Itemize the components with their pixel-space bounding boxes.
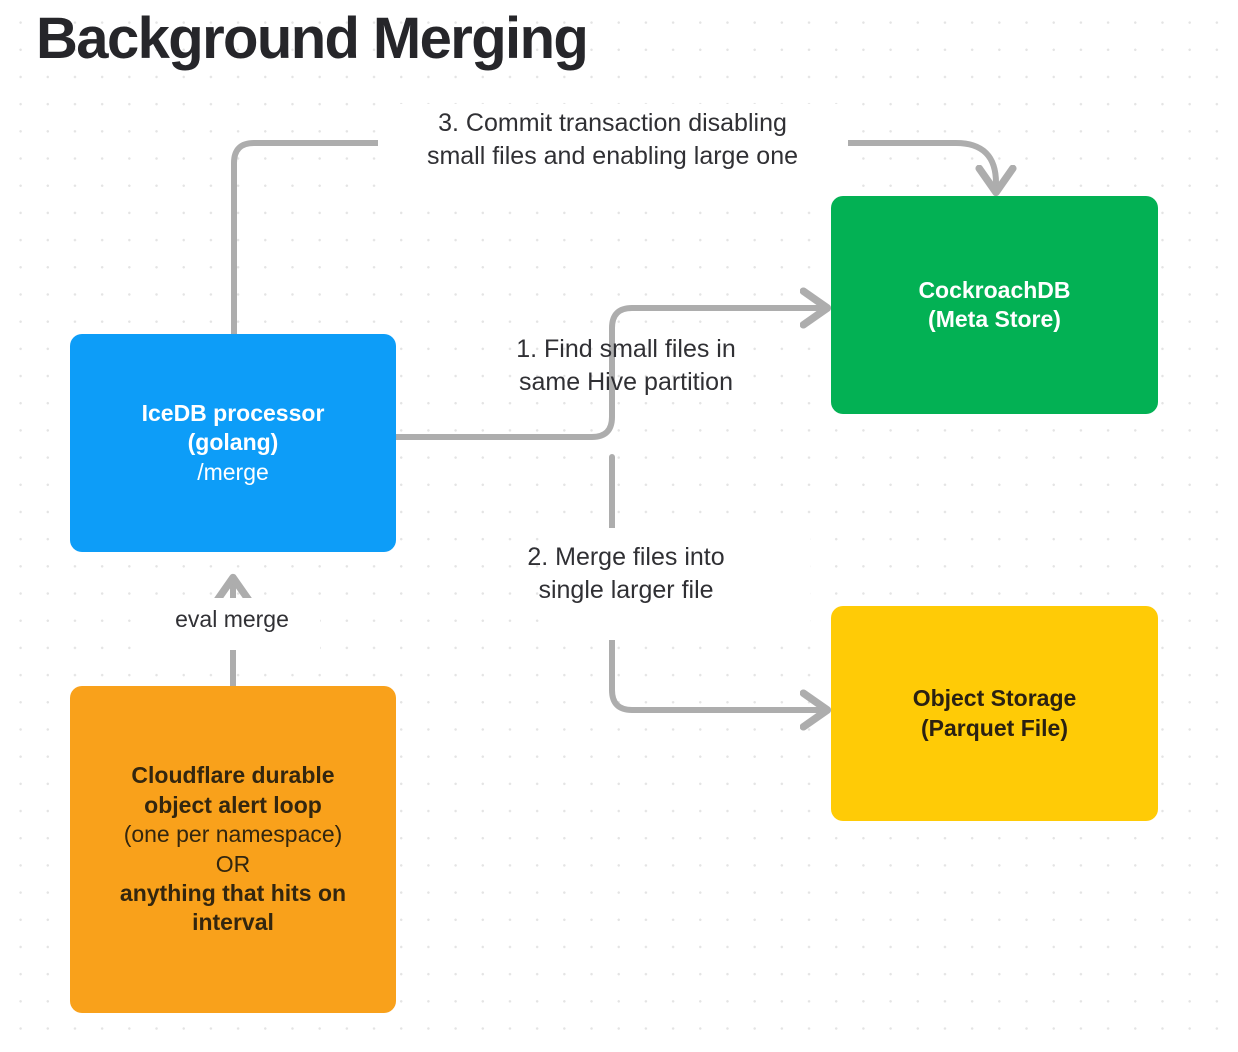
node-cockroachdb[interactable]: CockroachDB (Meta Store): [831, 196, 1158, 414]
node-cloudflare-line-2: object alert loop: [144, 791, 322, 818]
node-cloudflare-line-6: interval: [192, 909, 274, 936]
edge-label-step1-line-1: 1. Find small files in: [516, 335, 736, 363]
node-object-storage-line-2: (Parquet File): [921, 714, 1068, 741]
label-step2-knockout: [560, 528, 810, 640]
node-cloudflare-line-5: anything that hits on: [119, 879, 347, 906]
node-icedb-line-1: IceDB processor: [141, 399, 325, 426]
node-object-storage[interactable]: Object Storage (Parquet File): [831, 606, 1158, 821]
node-cockroachdb-line-2: (Meta Store): [928, 306, 1061, 332]
edge-label-step1-line-2: same Hive partition: [519, 368, 733, 396]
edge-label-step2-line-2: single larger file: [538, 576, 714, 604]
edge-label-step1: 1. Find small files in same Hive partiti…: [466, 333, 786, 399]
node-cloudflare-line-1: Cloudflare durable: [131, 762, 335, 789]
edge-label-step3-line-1: 3. Commit transaction disabling: [438, 109, 787, 137]
node-icedb-processor[interactable]: IceDB processor (golang) /merge: [70, 334, 396, 552]
edge-label-eval-merge-line-1: eval merge: [175, 606, 289, 632]
node-icedb-line-2: (golang): [187, 429, 279, 456]
node-cloudflare-line-4: OR: [215, 850, 251, 877]
node-cockroachdb-line-1: CockroachDB: [918, 276, 1071, 303]
node-cloudflare-line-3: (one per namespace): [123, 821, 343, 848]
edge-label-eval-merge: eval merge: [132, 604, 332, 634]
page-title: Background Merging: [36, 6, 589, 71]
label-step3-knockout: [378, 104, 848, 196]
edge-label-step2: 2. Merge files into single larger file: [466, 541, 786, 607]
edge-label-step3-line-2: small files and enabling large one: [426, 142, 799, 170]
node-cloudflare-alert-loop[interactable]: Cloudflare durable object alert loop (on…: [70, 686, 396, 1013]
edge-label-step3: 3. Commit transaction disabling small fi…: [379, 107, 846, 173]
node-icedb-line-3: /merge: [197, 458, 269, 485]
edge-label-step2-line-1: 2. Merge files into: [527, 543, 725, 571]
label-eval-merge-knockout: [150, 598, 320, 650]
node-object-storage-line-1: Object Storage: [912, 685, 1077, 712]
